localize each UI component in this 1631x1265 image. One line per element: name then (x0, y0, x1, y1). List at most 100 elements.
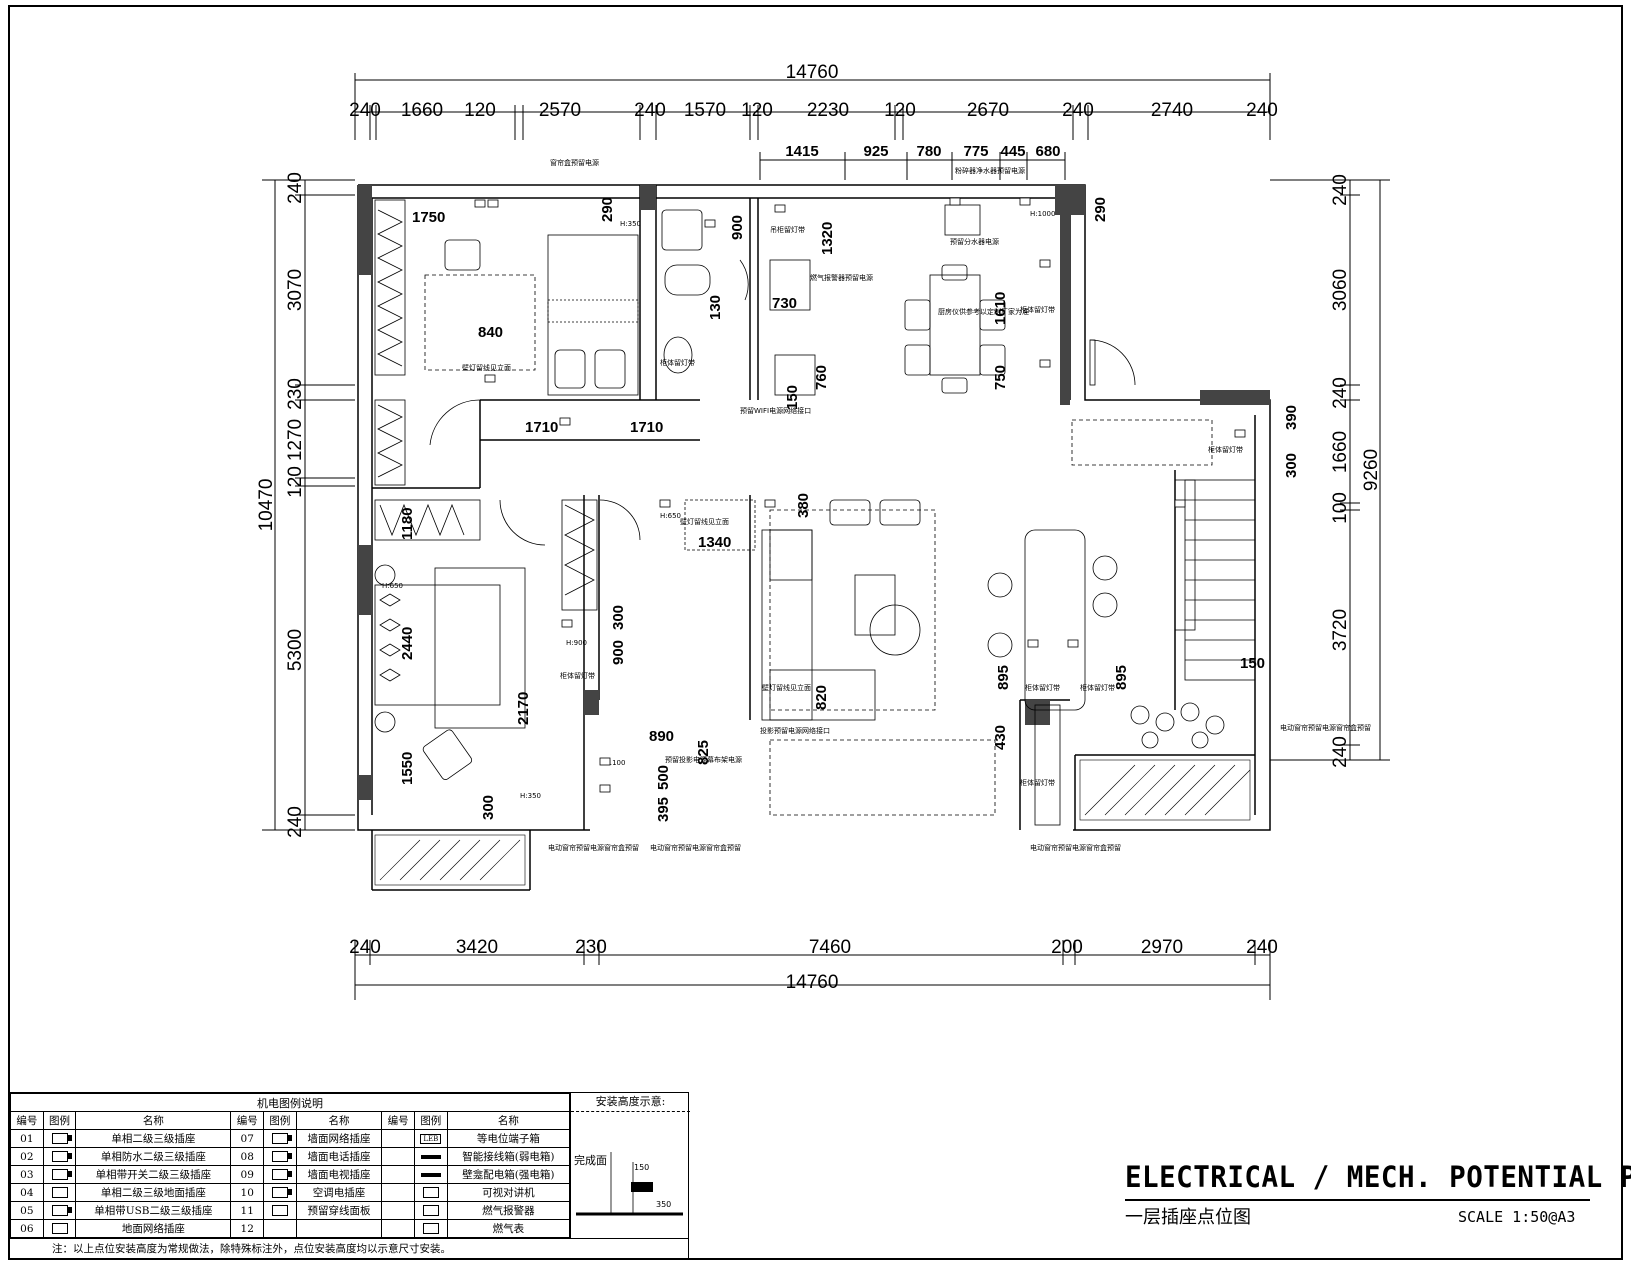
dim-top-10: 2670 (967, 100, 1009, 121)
dim-inner-900b: 900 (729, 215, 746, 240)
dim-top-2: 1660 (401, 100, 443, 121)
legend-footnote: 注：以上点位安装高度为常规做法，除特殊标注外，点位安装高度均以示意尺寸安装。 (10, 1238, 689, 1258)
legend-name: 壁龛配电箱(强电箱) (446, 1165, 571, 1184)
legend-no (381, 1129, 415, 1148)
legend-row: 05 单相带USB二级三级插座 11 预留穿线面板 燃气报警器 (10, 1201, 571, 1220)
dim-bottom-1: 240 (349, 937, 381, 958)
title-rule (1125, 1199, 1590, 1201)
dim-top-9: 120 (884, 100, 916, 121)
dim-right-total: 9260 (1361, 449, 1382, 491)
dim-left-2: 3070 (285, 269, 306, 311)
note-cabinet-light-6: 柜体留灯带 (1020, 778, 1055, 787)
dim-bottom-7: 240 (1246, 937, 1278, 958)
dim-right-7: 240 (1330, 736, 1351, 768)
dim-bottom-6: 2970 (1141, 937, 1183, 958)
dim-bottom-2: 3420 (456, 937, 498, 958)
dim-kitchen-6: 680 (1035, 143, 1060, 160)
legend-row: 02 单相防水二级三级插座 08 墙面电话插座 智能接线箱(弱电箱) (10, 1147, 571, 1166)
legend-no (381, 1201, 415, 1220)
legend-no (381, 1183, 415, 1202)
dim-inner-900: 900 (610, 640, 627, 665)
leb-icon: LEB (413, 1129, 448, 1148)
note-cabinet-light-7: 柜体留灯带 (660, 358, 695, 367)
dim-inner-290b: 290 (1092, 197, 1109, 222)
dim-left-4: 1270 (285, 419, 306, 461)
dim-inner-1750: 1750 (412, 209, 445, 226)
dim-inner-390: 390 (1283, 405, 1300, 430)
annotations: 窗帘盒预留电源 粉碎器净水器预留电源 预留分水器电源 燃气报警器预留电源 厨房仪… (382, 158, 1371, 852)
legend-name: 预留穿线面板 (295, 1201, 383, 1220)
plan-scale: SCALE 1:50@A3 (1458, 1208, 1576, 1226)
legend-header: 编号 (10, 1111, 44, 1130)
note-wall-light-2: 壁灯留线见立面 (680, 517, 729, 526)
dim-left-5: 120 (285, 466, 306, 498)
network-socket-icon (263, 1129, 297, 1148)
legend-table: 机电图例说明 编号 图例 名称 编号 图例 名称 编号 图例 名称 01 单相二… (9, 1092, 690, 1259)
inner-dimensions: 1750 840 1710 1710 1340 1180 2440 2170 1… (399, 197, 1300, 822)
legend-name: 单相二级三级插座 (75, 1129, 232, 1148)
note-h1000: H:1000 (1030, 210, 1055, 218)
legend-row: 04 单相二级三级地面插座 10 空调电插座 可视对讲机 (10, 1183, 571, 1202)
note-kitchen-ref: 厨房仪供参考以定制厂家为准 (938, 307, 1029, 316)
dim-inner-820: 820 (813, 685, 830, 710)
install-height-diagram: 安装高度示意: 完成面 150 350 (570, 1093, 690, 1239)
note-motor-curtain-1: 电动窗帘预留电源窗帘盒预留 (548, 843, 639, 852)
note-projector-screen: 预留投影电源幕布架电源 (665, 755, 742, 764)
gas-meter-icon (413, 1219, 448, 1238)
legend-header: 图例 (42, 1111, 77, 1130)
dim-right-2: 3060 (1330, 269, 1351, 311)
install-floor-label: 完成面 (574, 1153, 607, 1167)
legend-name: 墙面网络插座 (295, 1129, 383, 1148)
dim-inner-2170: 2170 (515, 692, 532, 725)
install-h2: 350 (656, 1200, 671, 1209)
dim-inner-300c: 300 (1283, 453, 1300, 478)
legend-row: 01 单相二级三级插座 07 墙面网络插座 LEB 等电位端子箱 (10, 1129, 571, 1148)
legend-row: 03 单相带开关二级三级插座 09 墙面电视插座 壁龛配电箱(强电箱) (10, 1165, 571, 1184)
note-h350-a: H:350 (620, 220, 641, 228)
note-cabinet-light-4: 柜体留灯带 (1080, 683, 1115, 692)
dim-top-1: 240 (349, 100, 381, 121)
plan-title: ELECTRICAL / MECH. POTENTIAL PLAN (1125, 1160, 1631, 1194)
dim-left-1: 240 (285, 172, 306, 204)
legend-no: 06 (10, 1219, 44, 1238)
legend-no: 02 (10, 1147, 44, 1166)
legend-header: 图例 (413, 1111, 448, 1130)
legend-no: 04 (10, 1183, 44, 1202)
dim-top-13: 240 (1246, 100, 1278, 121)
legend-no: 08 (230, 1147, 265, 1166)
dim-inner-1340: 1340 (698, 534, 731, 551)
dim-inner-1320: 1320 (819, 222, 836, 255)
note-motor-curtain-3: 电动窗帘预留电源窗帘盒预留 (1030, 843, 1121, 852)
right-dimension-labels: 9260 240 3060 240 1660 100 3720 240 (1330, 174, 1382, 768)
dim-inner-300b: 300 (610, 605, 627, 630)
note-manifold-power: 预留分水器电源 (950, 237, 999, 246)
note-h1100: H:1100 (600, 759, 625, 767)
legend-name: 墙面电话插座 (295, 1147, 383, 1166)
legend-name: 等电位端子箱 (446, 1129, 571, 1148)
note-gas-alarm: 燃气报警器预留电源 (810, 273, 873, 282)
left-dimensions (262, 179, 355, 831)
dim-inner-1180: 1180 (399, 507, 416, 540)
dim-inner-150: 150 (1240, 655, 1265, 672)
dim-inner-130: 130 (707, 295, 724, 320)
dim-inner-150b: 150 (784, 385, 801, 410)
legend-header: 名称 (295, 1111, 383, 1130)
bottom-dimensions (354, 940, 1271, 1000)
legend-no (381, 1165, 415, 1184)
panel-icon (263, 1201, 297, 1220)
dim-top-5: 240 (634, 100, 666, 121)
dim-inner-500: 500 (655, 765, 672, 790)
dim-inner-2440: 2440 (399, 627, 416, 660)
dim-left-7: 240 (285, 806, 306, 838)
note-cabinet-light-1: 柜体留灯带 (1020, 305, 1055, 314)
note-cabinet-light-3: 柜体留灯带 (1025, 683, 1060, 692)
legend-name: 墙面电视插座 (295, 1165, 383, 1184)
legend-header: 编号 (230, 1111, 265, 1130)
dim-bottom-4: 7460 (809, 937, 851, 958)
dim-kitchen-2: 925 (863, 143, 888, 160)
dim-bottom-total: 14760 (786, 972, 839, 993)
dim-top-total: 14760 (786, 62, 839, 83)
dim-inner-1710b: 1710 (630, 419, 663, 436)
note-projector: 投影预留电源网络接口 (760, 726, 830, 735)
furniture (374, 204, 1256, 826)
